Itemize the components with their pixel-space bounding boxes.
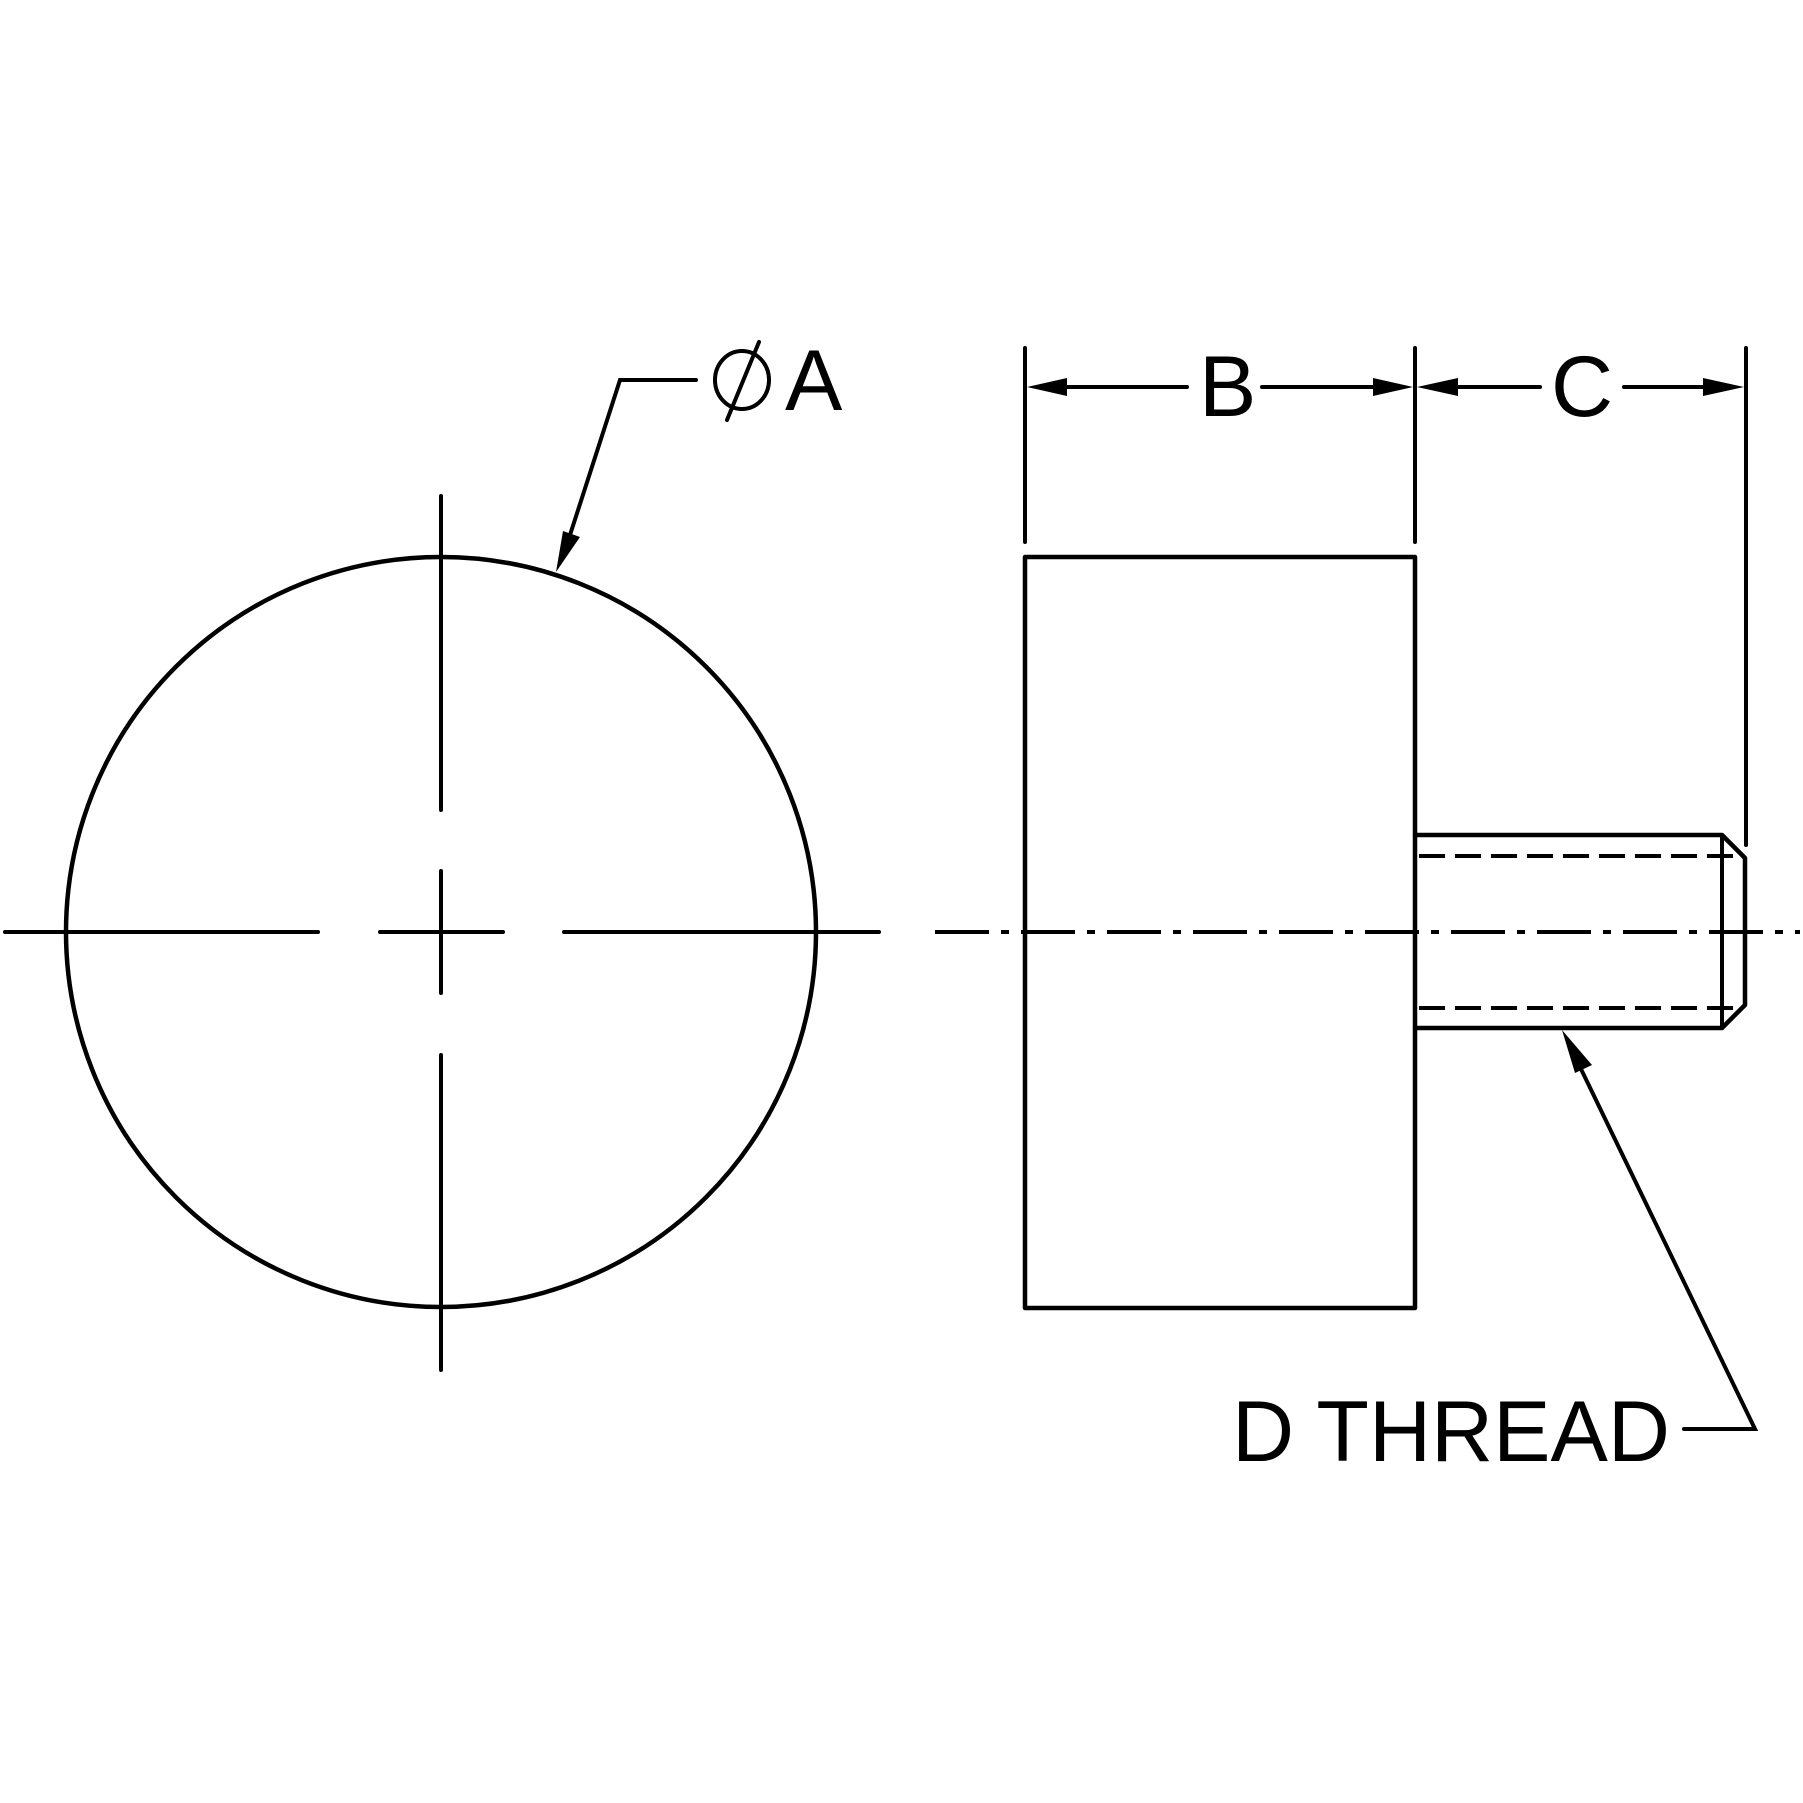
dimension-b-arrow-left xyxy=(1027,378,1067,396)
diameter-symbol-icon xyxy=(713,340,771,422)
dimension-b-arrow-right xyxy=(1373,378,1413,396)
front-view: A xyxy=(3,333,881,1372)
dimension-b-label: B xyxy=(1199,339,1256,435)
side-view: B C D THREAD xyxy=(935,339,1800,1480)
front-view-centerlines xyxy=(3,494,881,1372)
dimension-b: B xyxy=(1027,339,1413,435)
dimension-c-arrow-right xyxy=(1703,378,1744,396)
diameter-leader xyxy=(556,378,698,572)
extension-lines xyxy=(1023,346,1748,847)
dimension-c-arrow-left xyxy=(1417,378,1458,396)
diameter-arrowhead xyxy=(556,531,580,572)
diameter-label: A xyxy=(713,333,843,429)
dimension-c-label: C xyxy=(1551,339,1613,435)
dimension-c: C xyxy=(1417,339,1744,435)
thread-arrowhead xyxy=(1562,1030,1592,1073)
thread-label: D THREAD xyxy=(1232,1384,1670,1480)
diameter-text: A xyxy=(785,333,843,429)
thread-leader: D THREAD xyxy=(1232,1030,1759,1480)
